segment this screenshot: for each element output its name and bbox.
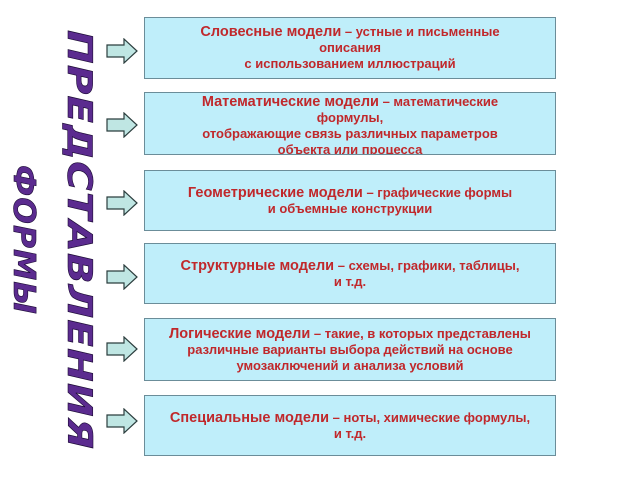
model-desc-line: объекта или процесса	[277, 142, 423, 155]
model-box-logical: Логические модели – такие, в которых пре…	[144, 318, 556, 381]
arrow-right-icon	[106, 264, 138, 290]
arrow-right-icon	[106, 408, 138, 434]
arrow-right-icon	[106, 112, 138, 138]
title-line-representations: ПРЕДСТАВЛЕНИЯ	[59, 30, 99, 450]
model-term: Логические модели	[169, 325, 311, 342]
model-desc-line: и т.д.	[333, 425, 367, 441]
model-desc-line: формулы,	[316, 110, 384, 125]
model-box-mathematical: Математические модели – математические ф…	[144, 92, 556, 155]
model-desc-line: – устные и письменные	[344, 24, 500, 39]
model-box-structural: Структурные модели – схемы, графики, таб…	[144, 243, 556, 304]
model-desc-line: отображающие связь различных параметров	[202, 126, 498, 141]
model-box-geometric: Геометрические модели – графические форм…	[144, 170, 556, 231]
title-line-forms: ФОРМЫ	[6, 165, 41, 315]
model-term: Математические модели	[201, 94, 379, 110]
model-term: Структурные модели	[180, 257, 335, 274]
model-desc-line: – математические	[382, 94, 499, 109]
model-box-verbal: Словесные модели – устные и письменные о…	[144, 17, 556, 79]
model-box-special: Специальные модели – ноты, химические фо…	[144, 395, 556, 456]
arrow-right-icon	[106, 336, 138, 362]
model-desc-line: и объемные конструкции	[267, 200, 433, 216]
arrow-right-icon	[106, 190, 138, 216]
model-term: Геометрические модели	[187, 184, 363, 201]
model-desc-line: умозаключений и анализа условий	[236, 357, 464, 373]
model-desc-line: – такие, в которых представлены	[313, 325, 531, 341]
model-desc-line: различные варианты выбора действий на ос…	[187, 341, 513, 357]
model-desc-line: описания	[319, 40, 381, 55]
model-term: Словесные модели	[200, 24, 342, 40]
model-desc-line: – ноты, химические формулы,	[332, 409, 531, 425]
arrow-right-icon	[106, 38, 138, 64]
model-desc-line: – схемы, графики, таблицы,	[337, 257, 520, 273]
model-desc-line: и т.д.	[333, 273, 367, 289]
model-desc-line: с использованием иллюстраций	[244, 56, 456, 71]
model-term: Специальные модели	[169, 409, 330, 426]
vertical-title: ПРЕДСТАВЛЕНИЯ ФОРМЫ	[0, 0, 120, 480]
model-desc-line: – графические формы	[366, 184, 513, 200]
vertical-title-svg: ПРЕДСТАВЛЕНИЯ ФОРМЫ	[6, 30, 100, 451]
